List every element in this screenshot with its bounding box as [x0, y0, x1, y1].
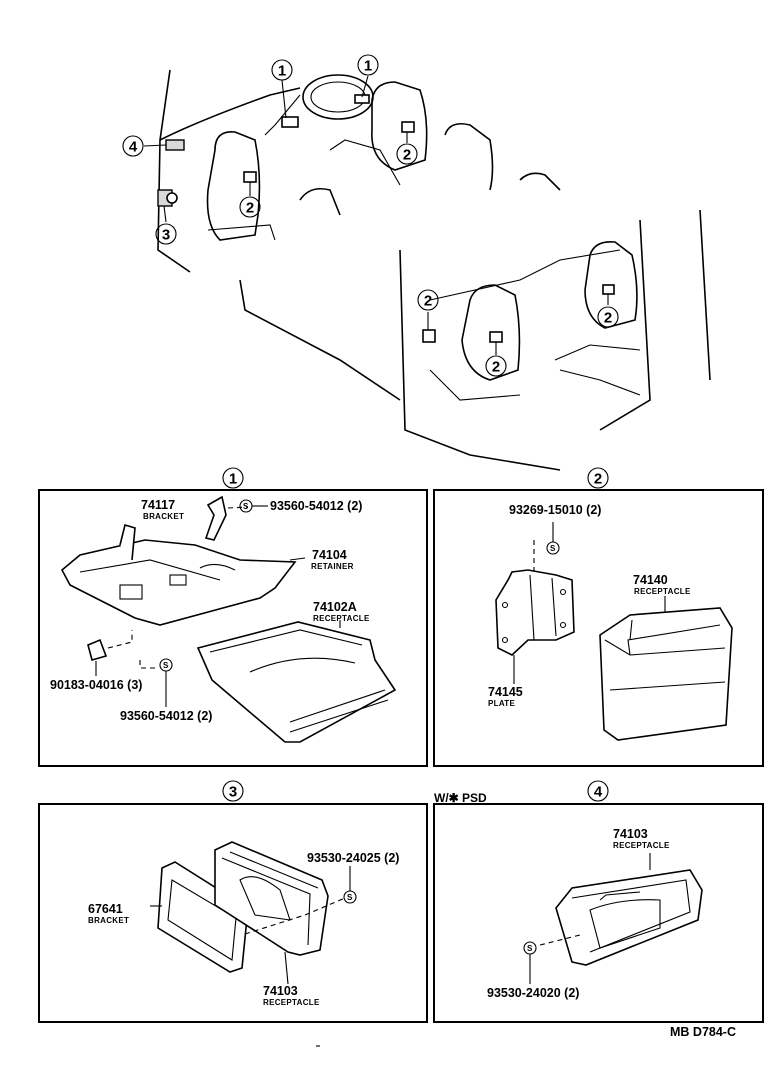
svg-text:RECEPTACLE: RECEPTACLE: [263, 998, 320, 1007]
svg-text:3: 3: [162, 227, 170, 244]
callout-2d: 2: [485, 355, 507, 377]
diagram-code: MB D784-C: [670, 1025, 736, 1039]
svg-text:74102A: 74102A: [313, 600, 357, 614]
svg-text:S: S: [527, 944, 533, 953]
svg-text:74145: 74145: [488, 685, 523, 699]
panel-4-number: 4: [594, 784, 603, 801]
part-93530-24025: 93530-24025 (2): [307, 851, 399, 865]
vehicle-interior-overview: 1 1 4 2 2 3 2 2: [122, 54, 711, 471]
svg-text:RECEPTACLE: RECEPTACLE: [313, 614, 370, 623]
part-93530-24020: 93530-24020 (2): [487, 986, 579, 1000]
svg-text:74104: 74104: [312, 548, 347, 562]
part-74140: 74140 RECEPTACLE: [633, 573, 691, 596]
svg-text:74140: 74140: [633, 573, 668, 587]
panel-3-number: 3: [229, 784, 237, 801]
part-90183-04016: 90183-04016 (3): [50, 678, 142, 692]
svg-text:2: 2: [424, 293, 432, 310]
svg-text:RECEPTACLE: RECEPTACLE: [634, 587, 691, 596]
svg-text:74103: 74103: [613, 827, 648, 841]
part-74104: 74104 RETAINER: [311, 548, 354, 571]
part-93560-54012-top: 93560-54012 (2): [270, 499, 362, 513]
callout-2c: 2: [417, 289, 439, 311]
svg-text:S: S: [347, 893, 353, 902]
callout-3: 3: [155, 223, 177, 245]
svg-text:2: 2: [604, 310, 612, 327]
part-74117: 74117 BRACKET: [141, 498, 184, 521]
part-74103-panel4: 74103 RECEPTACLE: [613, 827, 670, 850]
panel-4-note: W/✱ PSD: [434, 791, 487, 805]
svg-text:S: S: [550, 544, 556, 553]
callout-2b: 2: [239, 196, 261, 218]
svg-text:2: 2: [403, 147, 411, 164]
svg-text:74117: 74117: [141, 498, 175, 512]
part-74102A: 74102A RECEPTACLE: [313, 600, 370, 623]
panel-1-number: 1: [229, 471, 237, 488]
callout-1b: 1: [357, 54, 379, 76]
panel-1: 1 S S 74117 BRACKET 9356: [38, 467, 428, 767]
svg-text:1: 1: [278, 63, 286, 80]
callout-1a: 1: [271, 59, 293, 81]
svg-text:BRACKET: BRACKET: [88, 916, 129, 925]
panel-2-number: 2: [594, 471, 602, 488]
callout-2a: 2: [396, 143, 418, 165]
svg-text:2: 2: [246, 200, 254, 217]
callout-4: 4: [122, 135, 144, 157]
svg-text:S: S: [163, 661, 169, 670]
svg-text:BRACKET: BRACKET: [143, 512, 184, 521]
svg-text:67641: 67641: [88, 902, 123, 916]
svg-text:4: 4: [129, 139, 138, 156]
part-74145: 74145 PLATE: [488, 685, 523, 708]
part-93560-54012-bottom: 93560-54012 (2): [120, 709, 212, 723]
svg-text:PLATE: PLATE: [488, 699, 515, 708]
svg-text:2: 2: [492, 359, 500, 376]
panel-3: 3 S 93530-24025 (2) 67641 BRACKET 74103 …: [38, 780, 428, 1023]
svg-text:S: S: [243, 502, 249, 511]
panel-4: W/✱ PSD 4 S 74103 RECEPTACLE 93530-24020…: [433, 780, 764, 1023]
svg-text:1: 1: [364, 58, 372, 75]
callout-2e: 2: [597, 306, 619, 328]
svg-text:74103: 74103: [263, 984, 298, 998]
part-74103-panel3: 74103 RECEPTACLE: [263, 984, 320, 1007]
svg-text:RECEPTACLE: RECEPTACLE: [613, 841, 670, 850]
part-93269-15010: 93269-15010 (2): [509, 503, 601, 517]
svg-text:RETAINER: RETAINER: [311, 562, 354, 571]
panel-2: 2 S 93269-15010 (2) 74140 RECEPTACLE 741…: [433, 467, 764, 767]
part-67641: 67641 BRACKET: [88, 902, 129, 925]
